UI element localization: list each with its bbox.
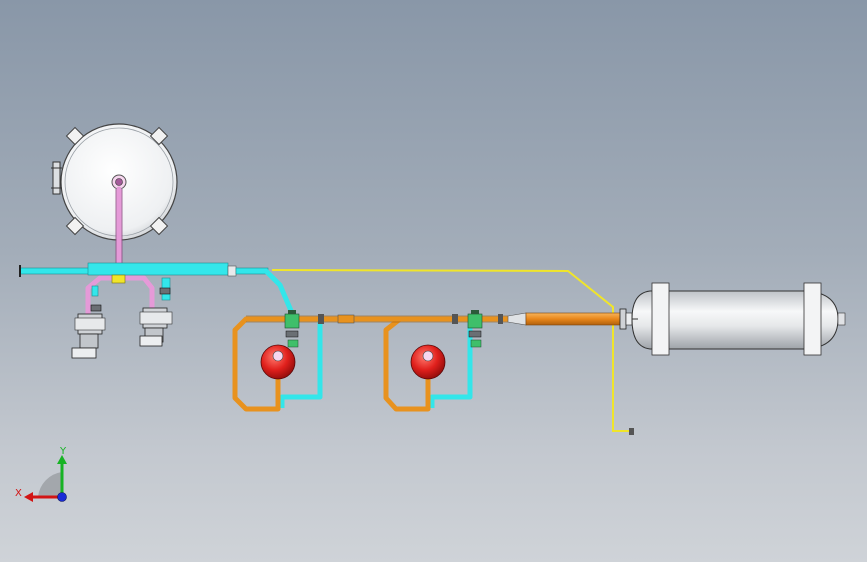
tee-fitting (111, 274, 126, 284)
pump-2[interactable] (139, 287, 173, 347)
spherical-vessel-1[interactable] (260, 344, 296, 380)
y-axis-label: Y (59, 446, 67, 457)
pump-1[interactable] (71, 304, 106, 359)
signal-lines[interactable] (271, 269, 630, 432)
signal-terminal[interactable] (629, 428, 634, 435)
x-axis-label: X (15, 488, 22, 499)
main-feed-line[interactable] (525, 312, 625, 326)
orange-pipeline[interactable] (232, 316, 511, 412)
spherical-vessel-2[interactable] (410, 344, 446, 380)
round-vessel[interactable] (51, 123, 178, 241)
reducer-fitting (507, 312, 527, 326)
horizontal-tank[interactable] (631, 282, 846, 356)
z-axis-icon (57, 492, 67, 502)
cyan-riser[interactable] (264, 269, 473, 408)
valve-1[interactable] (284, 310, 324, 348)
orientation-triad: Y X (15, 446, 67, 502)
valve-2[interactable] (452, 310, 503, 348)
